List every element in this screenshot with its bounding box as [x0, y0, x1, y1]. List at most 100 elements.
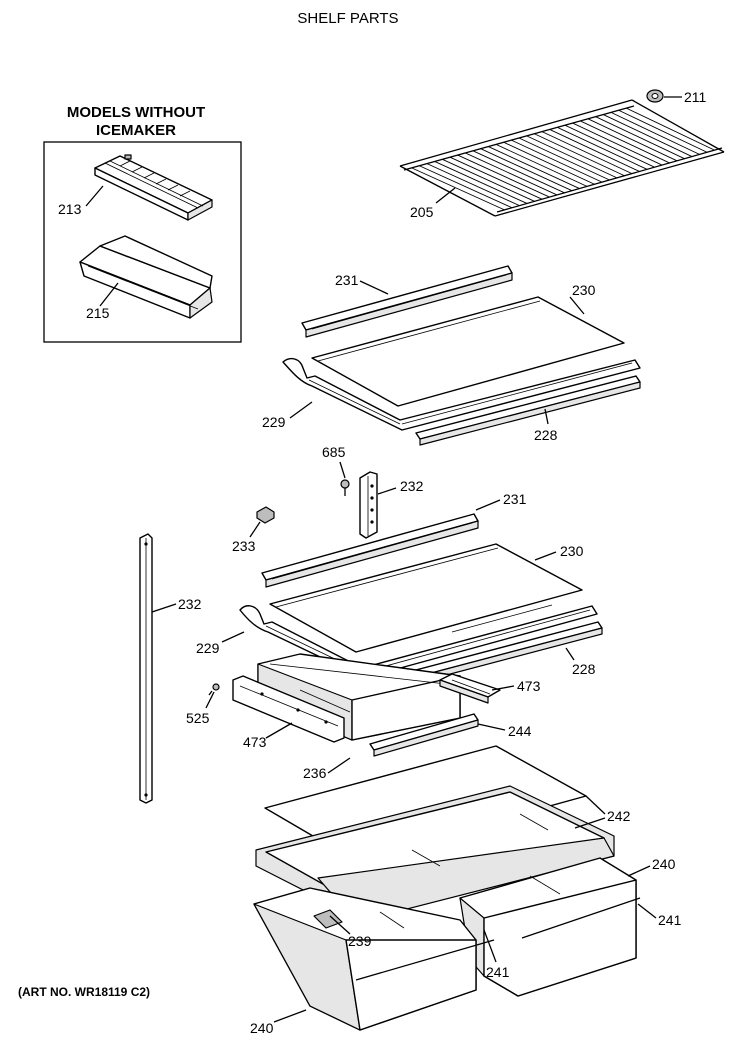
- label-228-lower: 228: [572, 661, 596, 677]
- label-231-lower: 231: [503, 491, 527, 507]
- label-229-upper: 229: [262, 414, 286, 430]
- leader-473-right: [491, 685, 515, 691]
- leader-232-left: [151, 603, 177, 613]
- rail-473-left: [232, 675, 345, 743]
- label-240-right: 240: [652, 856, 676, 872]
- screw-525: [208, 683, 220, 696]
- wire-rod: [465, 152, 558, 196]
- leader-241-right: [637, 903, 657, 919]
- leader-242-a: [585, 795, 606, 815]
- screw-685: [340, 479, 350, 496]
- shelf-frame-229-upper: [282, 357, 641, 431]
- wire-rod: [503, 141, 595, 185]
- label-211: 211: [684, 89, 707, 105]
- leader-239: [329, 915, 351, 935]
- leader-242-b: [574, 817, 606, 829]
- inset-title-line1: MODELS WITHOUT: [67, 104, 205, 121]
- label-230-upper: 230: [572, 282, 596, 298]
- wire-rod: [595, 116, 685, 160]
- leader-229-lower: [221, 631, 245, 643]
- crisper-cover-242: [255, 745, 615, 923]
- leader-232-center: [377, 487, 397, 495]
- label-232-left: 232: [178, 596, 202, 612]
- label-241-right: 241: [658, 912, 682, 928]
- inset-frame: [43, 141, 242, 343]
- wire-rod: [488, 146, 580, 189]
- label-230-lower: 230: [560, 543, 584, 559]
- leader-240-right: [627, 865, 651, 877]
- trim-231-lower: [261, 513, 479, 588]
- label-525: 525: [186, 710, 210, 726]
- leader-240-left: [273, 1009, 307, 1023]
- leader-228-upper: [544, 408, 549, 425]
- wire-rod: [580, 120, 670, 164]
- wire-shelf-205: [399, 99, 725, 217]
- ice-bin-215: [79, 235, 213, 319]
- wire-rod: [495, 143, 588, 187]
- leader-230-lower: [534, 551, 557, 561]
- wire-rod: [526, 135, 618, 179]
- wire-rod: [457, 154, 550, 198]
- leader-205: [435, 187, 456, 204]
- wire-rod: [549, 129, 640, 172]
- label-236: 236: [303, 765, 327, 781]
- models-without-icemaker-inset: MODELS WITHOUT ICEMAKER 213: [43, 104, 242, 343]
- leader-229-upper: [289, 401, 313, 419]
- wire-rod: [480, 148, 573, 192]
- label-239: 239: [348, 933, 372, 949]
- trim-228-upper: [415, 375, 641, 446]
- wire-rod: [411, 167, 505, 211]
- ice-tray-213: [94, 154, 213, 221]
- diagram-title: SHELF PARTS: [297, 10, 398, 27]
- leader-236: [327, 757, 351, 774]
- label-241-center: 241: [486, 964, 510, 980]
- inset-title-line2: ICEMAKER: [96, 122, 176, 139]
- label-240-left: 240: [250, 1020, 274, 1036]
- wire-rod: [518, 137, 610, 181]
- wire-rods: [411, 107, 715, 211]
- leader-231-lower: [475, 499, 501, 511]
- label-231-upper: 231: [335, 272, 359, 288]
- label-242: 242: [607, 808, 631, 824]
- wire-rod: [541, 131, 633, 175]
- label-215: 215: [86, 305, 110, 321]
- leader-525: [205, 691, 215, 709]
- label-205: 205: [410, 204, 434, 220]
- wire-rod: [472, 150, 565, 194]
- divider-239: [313, 909, 343, 929]
- wire-rod: [603, 114, 693, 157]
- label-232-center: 232: [400, 478, 424, 494]
- rail-473-right: [439, 673, 501, 704]
- shelf-clip-211: [646, 89, 664, 103]
- leader-230-upper: [569, 296, 585, 315]
- label-228-upper: 228: [534, 427, 558, 443]
- leader-685: [339, 461, 346, 479]
- wire-rod: [618, 109, 708, 153]
- leader-244: [477, 723, 506, 731]
- leader-473-left: [265, 722, 293, 739]
- wire-rod: [511, 139, 603, 183]
- leader-228-lower: [565, 647, 575, 661]
- drawer-240-left: [253, 887, 495, 1031]
- wire-rod: [442, 158, 535, 202]
- wire-rod: [587, 118, 678, 162]
- glass-230-upper: [311, 296, 625, 407]
- wire-rod: [557, 126, 648, 170]
- wire-rod: [626, 107, 715, 151]
- leader-233: [249, 521, 261, 538]
- label-213: 213: [58, 201, 82, 217]
- wire-rod: [419, 165, 513, 209]
- label-473-left: 473: [243, 734, 267, 750]
- leader-231-upper: [359, 280, 389, 295]
- wire-rod: [572, 122, 663, 166]
- wire-rod: [426, 163, 520, 207]
- label-685: 685: [322, 444, 346, 460]
- wire-rod: [564, 124, 655, 168]
- label-473-right: 473: [517, 678, 541, 694]
- support-232-center: [359, 471, 378, 539]
- support-232-left: [139, 533, 153, 804]
- wire-rod: [610, 111, 700, 155]
- label-233: 233: [232, 538, 256, 554]
- clip-233: [256, 506, 275, 524]
